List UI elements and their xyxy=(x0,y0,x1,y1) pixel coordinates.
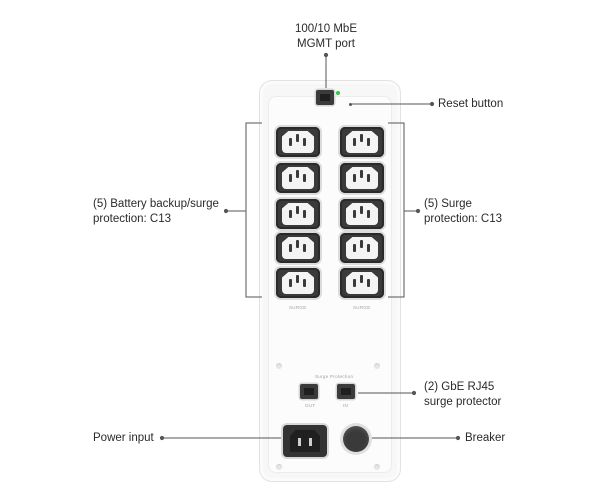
screw-icon xyxy=(374,464,380,470)
mgmt-leader-dot xyxy=(323,52,329,58)
surge-label-line1: (5) Surge xyxy=(424,198,472,210)
power-input-socket xyxy=(283,425,327,457)
port-slot xyxy=(320,94,330,101)
battery-label-line2: protection: C13 xyxy=(93,213,171,225)
battery-outlet-4 xyxy=(276,233,320,263)
left-group-label: SURGE xyxy=(289,305,307,310)
right-group-label: SURGE xyxy=(353,305,371,310)
battery-leader-dot xyxy=(223,208,229,214)
battery-outlets-label: (5) Battery backup/surge protection: C13 xyxy=(93,197,219,227)
breaker-label: Breaker xyxy=(465,432,506,444)
gbe-ports-label: (2) GbE RJ45 surge protector xyxy=(424,380,501,410)
in-port-label: IN xyxy=(343,403,349,408)
gbe-surge-port-out xyxy=(300,384,318,399)
surge-ports-label: Surge Protection xyxy=(315,374,354,379)
surge-outlet-1 xyxy=(340,127,384,157)
power-input-label: Power input xyxy=(93,432,154,444)
mgmt-label-line1: 100/10 MbE xyxy=(294,23,357,35)
gbe-label-line1: (2) GbE RJ45 xyxy=(424,381,495,393)
surge-label-line2: protection: C13 xyxy=(424,213,502,225)
mgmt-label-line2: MGMT port xyxy=(297,38,355,50)
screw-icon xyxy=(276,363,282,369)
mgmt-port-label: 100/10 MbE MGMT port xyxy=(276,22,376,52)
screw-icon xyxy=(276,464,282,470)
gbe-surge-port-in xyxy=(337,384,355,399)
port-slot xyxy=(341,388,351,395)
port-slot xyxy=(304,388,314,395)
out-port-label: OUT xyxy=(305,403,316,408)
power-pin xyxy=(298,438,301,446)
battery-outlet-3 xyxy=(276,199,320,229)
surge-bracket xyxy=(388,122,405,298)
reset-button xyxy=(349,103,352,106)
surge-outlet-5 xyxy=(340,268,384,298)
mgmt-port xyxy=(316,90,334,105)
surge-outlet-3 xyxy=(340,199,384,229)
surge-leader-dot xyxy=(415,208,421,214)
gbe-label-line2: surge protector xyxy=(424,396,502,408)
breaker-button xyxy=(343,426,369,452)
surge-outlet-4 xyxy=(340,233,384,263)
reset-button-label: Reset button xyxy=(438,98,504,110)
battery-outlet-5 xyxy=(276,268,320,298)
breaker-leader-dot xyxy=(455,435,461,441)
power-leader-dot xyxy=(159,435,165,441)
reset-leader-dot xyxy=(429,101,435,107)
gbe-leader-dot xyxy=(411,390,417,396)
power-pin xyxy=(309,438,312,446)
mgmt-led-icon xyxy=(336,91,340,95)
power-socket-face xyxy=(290,430,320,452)
surge-outlet-2 xyxy=(340,163,384,193)
battery-bracket xyxy=(245,122,262,298)
battery-outlet-1 xyxy=(276,127,320,157)
battery-outlet-2 xyxy=(276,163,320,193)
battery-label-line1: (5) Battery backup/surge xyxy=(93,198,219,210)
screw-icon xyxy=(374,363,380,369)
surge-outlets-label: (5) Surge protection: C13 xyxy=(424,197,502,227)
